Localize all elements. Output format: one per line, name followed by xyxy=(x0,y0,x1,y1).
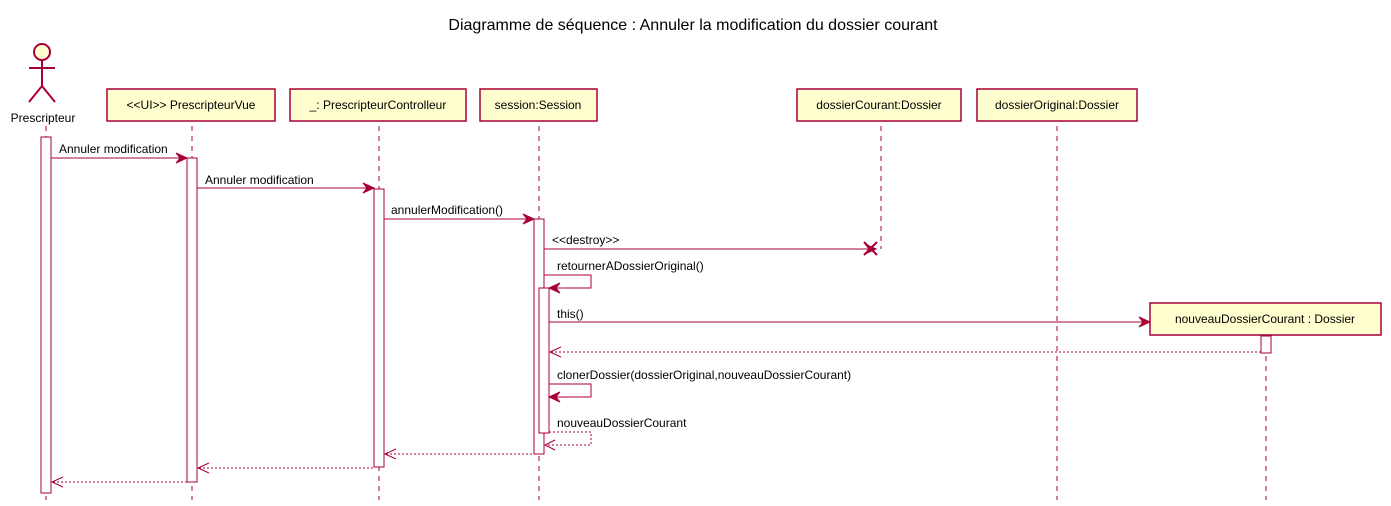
return-vue-to-prescripteur xyxy=(50,476,187,488)
message-annuler-modification-2: Annuler modification xyxy=(197,173,376,194)
return-session-to-controlleur xyxy=(383,448,534,460)
message-destroy: <<destroy>> xyxy=(544,233,878,256)
participant-label-nouveaudossiercourant: nouveauDossierCourant : Dossier xyxy=(1175,312,1355,326)
return-from-nouveaudossiercourant xyxy=(548,346,1261,358)
actor-prescripteur: Prescripteur xyxy=(11,43,76,125)
message-cloner-dossier: clonerDossier(dossierOriginal,nouveauDos… xyxy=(547,368,851,403)
participant-box-nouveaudossiercourant xyxy=(1149,302,1382,336)
destroy-x-icon xyxy=(863,241,878,256)
message-label: annulerModification() xyxy=(391,203,503,217)
return-controlleur-to-vue xyxy=(196,462,374,474)
return-arrowhead-icon xyxy=(383,448,397,460)
message-retourner-a-dossier-original: retournerADossierOriginal() xyxy=(544,259,704,294)
return-arrowhead-icon xyxy=(50,476,64,488)
message-label: clonerDossier(dossierOriginal,nouveauDos… xyxy=(557,368,851,382)
return-arrowhead-icon xyxy=(548,346,562,358)
message-label: Annuler modification xyxy=(205,173,314,187)
participant-box-dossieroriginal xyxy=(976,88,1138,122)
message-label: retournerADossierOriginal() xyxy=(557,259,704,273)
message-this-create: this() xyxy=(549,307,1152,328)
message-label: Annuler modification xyxy=(59,142,168,156)
arrowhead-icon xyxy=(1138,316,1152,328)
activation-prescripteurvue xyxy=(186,157,198,483)
message-nouveau-dossier-courant-return: nouveauDossierCourant xyxy=(543,416,687,451)
activation-prescripteurcontrolleur xyxy=(373,188,385,468)
arrowhead-icon xyxy=(547,391,561,403)
participant-label-dossieroriginal: dossierOriginal:Dossier xyxy=(995,98,1119,112)
message-label: nouveauDossierCourant xyxy=(557,416,687,430)
arrowhead-icon xyxy=(547,282,561,294)
participant-label-dossiercourant: dossierCourant:Dossier xyxy=(816,98,941,112)
diagram-title: Diagramme de séquence : Annuler la modif… xyxy=(448,17,938,34)
participant-box-prescripteurvue xyxy=(106,88,276,122)
message-annuler-modification-1: Annuler modification xyxy=(51,142,189,164)
participant-box-prescripteurcontrolleur xyxy=(289,88,467,122)
actor-label: Prescripteur xyxy=(11,111,76,125)
actor-head-icon xyxy=(33,43,51,61)
participant-label-session: session:Session xyxy=(495,98,582,112)
arrowhead-icon xyxy=(362,182,376,194)
return-arrowhead-icon xyxy=(543,439,556,451)
participant-label-prescripteurvue: <<UI>> PrescripteurVue xyxy=(127,98,256,112)
participant-box-session xyxy=(479,88,598,122)
arrowhead-icon xyxy=(175,152,189,164)
arrowhead-icon xyxy=(522,213,536,225)
participant-label-prescripteurcontrolleur: _: PrescripteurControlleur xyxy=(309,98,447,112)
participant-box-dossiercourant xyxy=(796,88,962,122)
activation-session-nested xyxy=(538,287,550,434)
activation-nouveaudossiercourant xyxy=(1260,335,1272,354)
message-label: <<destroy>> xyxy=(552,233,619,247)
message-annuler-modification-call: annulerModification() xyxy=(384,203,536,225)
return-arrowhead-icon xyxy=(196,462,210,474)
message-label: this() xyxy=(557,307,584,321)
activation-prescripteur xyxy=(40,136,52,494)
